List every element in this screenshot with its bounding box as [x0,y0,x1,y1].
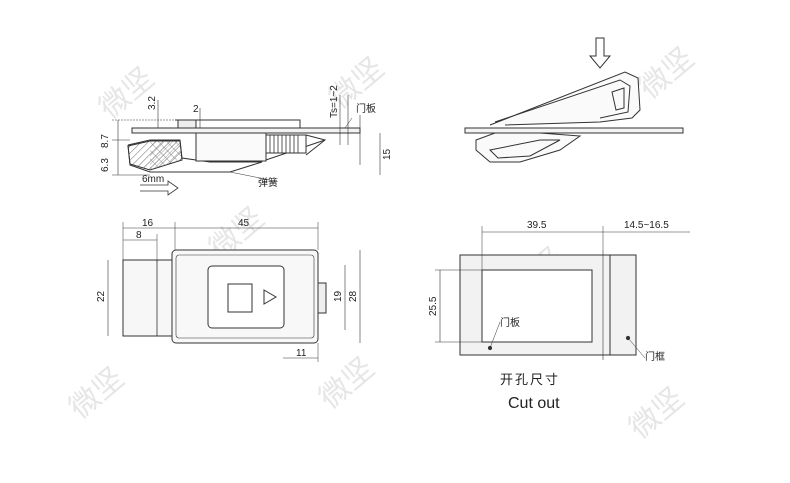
cutout-labels: 39.5 14.5~16.5 25.5 门板 门框 开孔尺寸 Cut out [428,220,669,412]
watermark-text: 微坚 [93,61,161,126]
watermark-text: 微坚 [623,381,691,446]
side-section-view [112,95,381,196]
top-view-side-tab [317,282,327,314]
dim-cutout-width: 39.5 [527,220,547,231]
perspective-latch-bottom [475,132,582,163]
watermark-text: 微坚 [633,41,701,106]
dim-cutout-height: 25.5 [428,296,439,316]
label-spring: 弹簧 [258,176,278,189]
perspective-latch-slot [488,139,561,159]
door-panel-plate [131,127,361,134]
label-travel: 6mm [142,174,164,185]
label-door-panel: 门板 [356,102,376,115]
side-view-labels: 8.7 6.3 3.2 2 Ts=1~2 门板 15 6mm 弹簧 [100,85,393,189]
latch-top-edge [175,119,301,128]
dim-19: 19 [333,290,344,302]
label-door-frame: 门框 [645,350,665,363]
top-view-triangle-icon [263,289,277,305]
dim-11: 11 [296,348,307,359]
perspective-door-panel [464,127,684,134]
top-view-button-square [227,283,253,313]
caption-cutout-cn: 开孔尺寸 [500,373,560,388]
latch-tongue [305,134,327,156]
dim-6-3: 6.3 [100,158,111,172]
dim-3-2: 3.2 [147,96,158,110]
top-view-labels: 16 8 45 22 19 28 11 [96,218,359,359]
cutout-view [435,226,690,360]
dim-28: 28 [348,290,359,302]
spring-coils [269,135,299,153]
cutout-hole [481,269,593,343]
latch-inner-cavity [195,132,267,162]
perspective-view [464,37,684,163]
travel-arrow [140,180,179,196]
watermark-text: 微坚 [63,361,131,426]
label-cutout-door-panel: 门板 [500,316,520,329]
dim-2: 2 [193,104,199,115]
caption-cutout-en: Cut out [508,395,560,412]
top-view-tongue [122,259,176,337]
perspective-latch-hook [611,87,625,111]
dim-cutout-gap: 14.5~16.5 [624,220,669,231]
dim-22: 22 [96,290,107,302]
dim-8-7: 8.7 [100,134,111,148]
dim-8: 8 [136,230,142,241]
dim-45: 45 [238,218,250,229]
push-direction-arrow-icon [588,37,612,69]
top-view [107,222,361,362]
cutout-door-frame [609,254,637,356]
dim-ts: Ts=1~2 [329,85,340,118]
perspective-latch-inner [494,79,631,123]
dim-15: 15 [382,148,393,160]
watermark-text: 微坚 [313,351,381,416]
dim-16: 16 [142,218,154,229]
